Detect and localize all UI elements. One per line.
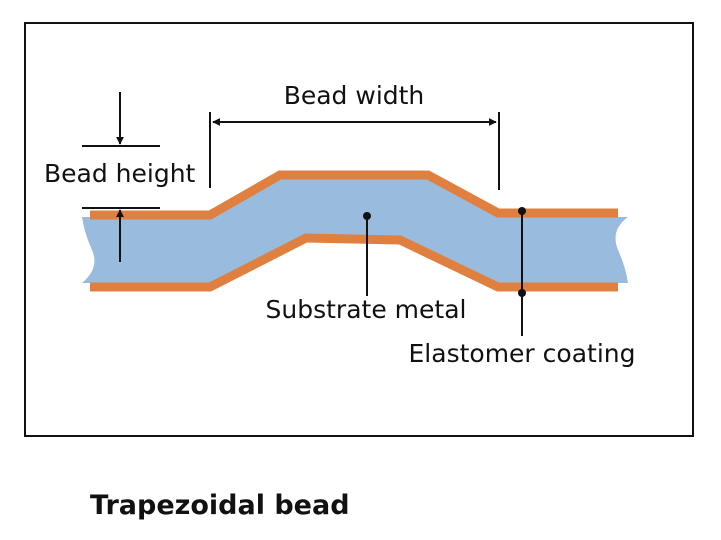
coating-top-line: [90, 170, 618, 220]
diagram-frame: [24, 22, 694, 437]
diagram-caption: Trapezoidal bead: [90, 490, 350, 521]
bead-width-label: Bead width: [284, 81, 425, 110]
substrate-metal-shape: [82, 177, 628, 283]
elastomer-coating-label: Elastomer coating: [409, 339, 636, 368]
coating-bottom-line: [90, 233, 618, 292]
substrate-metal-label: Substrate metal: [266, 295, 467, 324]
bead-height-label: Bead height: [44, 159, 196, 188]
